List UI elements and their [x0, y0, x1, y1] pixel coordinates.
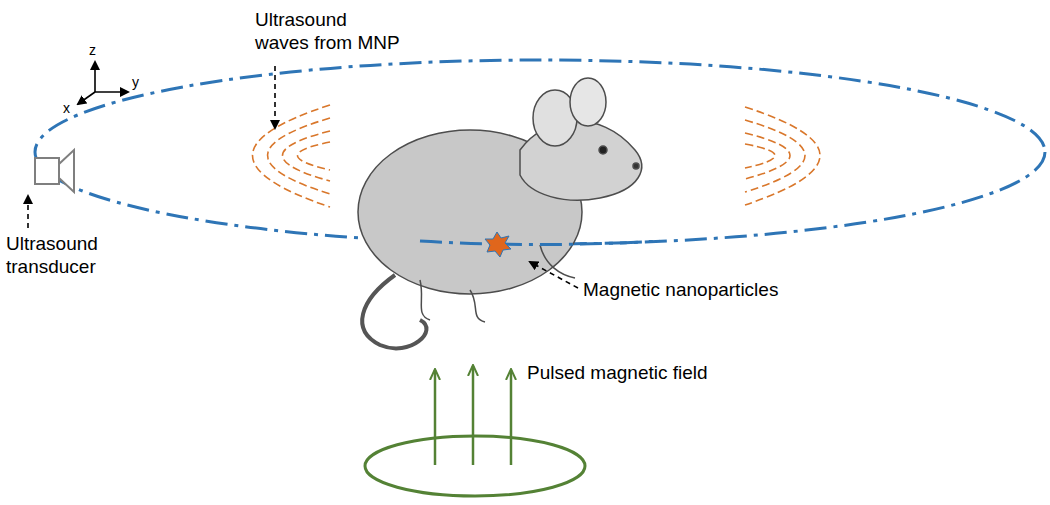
wavefront	[298, 142, 331, 170]
mouse-eye	[599, 146, 607, 154]
scan-orbit-front	[420, 241, 660, 245]
leader-arrow	[530, 262, 578, 288]
transducer-horn	[59, 150, 74, 192]
mouse-illustration	[358, 78, 642, 348]
mouse-foreleg	[540, 245, 575, 278]
wavefronts-right	[745, 107, 820, 205]
axis-label: y	[132, 74, 139, 91]
leader-arrow	[274, 66, 276, 128]
wavefront	[268, 118, 331, 194]
wavefront	[745, 107, 820, 205]
y-axis	[95, 91, 128, 93]
annotation-label: Pulsed magnetic field	[527, 361, 708, 384]
wavefront	[745, 144, 775, 168]
mouse-hindleg	[420, 280, 430, 320]
mouse-tail	[362, 275, 426, 348]
wavefront	[745, 133, 790, 179]
annotation-label: Ultrasound transducer	[6, 232, 106, 278]
annotation-label: Magnetic nanoparticles	[583, 278, 778, 301]
mouse-hindleg	[470, 290, 485, 322]
mouse-nose	[633, 163, 639, 169]
field-arrow	[472, 366, 475, 465]
wavefront	[745, 120, 805, 192]
x-axis	[78, 92, 95, 104]
ultrasound-transducer-icon	[35, 150, 74, 192]
magnetic-coil	[365, 436, 585, 496]
z-axis	[94, 62, 96, 92]
field-arrows	[435, 366, 511, 465]
axis-triad	[78, 62, 128, 104]
leader-lines	[28, 66, 578, 288]
wavefront	[283, 131, 331, 181]
nanoparticle-spot	[485, 232, 511, 257]
axis-label: x	[63, 100, 70, 117]
transducer-body	[35, 158, 59, 184]
axis-label: z	[89, 42, 96, 59]
field-arrow	[434, 370, 437, 465]
field-arrow	[510, 370, 513, 465]
leader-arrow	[27, 196, 29, 228]
mouse-ear	[570, 78, 606, 126]
wavefronts-left	[253, 105, 331, 207]
wavefront	[253, 105, 331, 207]
annotation-label: Ultrasound waves from MNP	[255, 8, 403, 54]
